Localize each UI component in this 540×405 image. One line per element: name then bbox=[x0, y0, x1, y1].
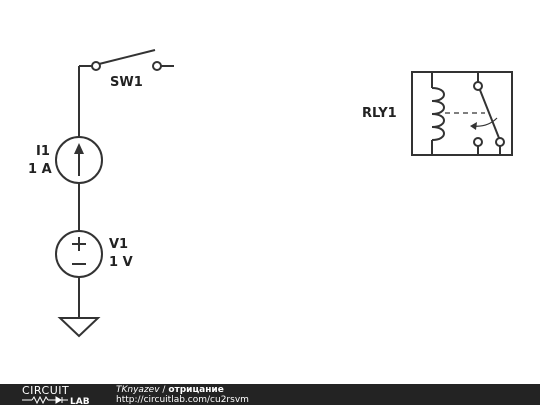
author-name[interactable]: TKnyazev bbox=[116, 385, 160, 395]
resistor-icon bbox=[22, 395, 68, 405]
circuitlab-logo[interactable]: CIRCUIT LAB bbox=[0, 384, 110, 405]
relay-arrow-icon bbox=[470, 122, 477, 130]
logo-text-bottom: LAB bbox=[70, 397, 90, 405]
circuit-url[interactable]: http://circuitlab.com/cu2rsvm bbox=[116, 395, 249, 405]
switch-sw1[interactable] bbox=[79, 49, 174, 71]
circuit-title[interactable]: отрицание bbox=[168, 385, 224, 395]
schematic-canvas: SW1 I1 1 A V1 1 V RLY1 bbox=[28, 49, 513, 338]
current-source-value-label: 1 A bbox=[28, 162, 52, 177]
current-source-i1[interactable] bbox=[55, 136, 103, 184]
voltage-source-value-label: 1 V bbox=[109, 255, 133, 270]
attribution-separator: / bbox=[159, 385, 169, 395]
current-source-ref-label: I1 bbox=[36, 144, 50, 159]
ground-icon[interactable] bbox=[57, 317, 101, 338]
current-arrow-icon bbox=[74, 143, 84, 154]
switch-ref-label: SW1 bbox=[110, 75, 143, 90]
relay-rly1[interactable] bbox=[411, 71, 513, 156]
logo-text-top: CIRCUIT bbox=[22, 384, 69, 397]
footer-attribution: TKnyazev / отрицание bbox=[116, 385, 249, 395]
voltage-source-v1[interactable] bbox=[55, 230, 103, 278]
relay-ref-label: RLY1 bbox=[362, 106, 397, 121]
relay-coil-icon bbox=[431, 87, 445, 141]
footer-bar: CIRCUIT LAB TKnyazev / отрицание http://… bbox=[0, 384, 540, 405]
voltage-source-ref-label: V1 bbox=[109, 237, 128, 252]
